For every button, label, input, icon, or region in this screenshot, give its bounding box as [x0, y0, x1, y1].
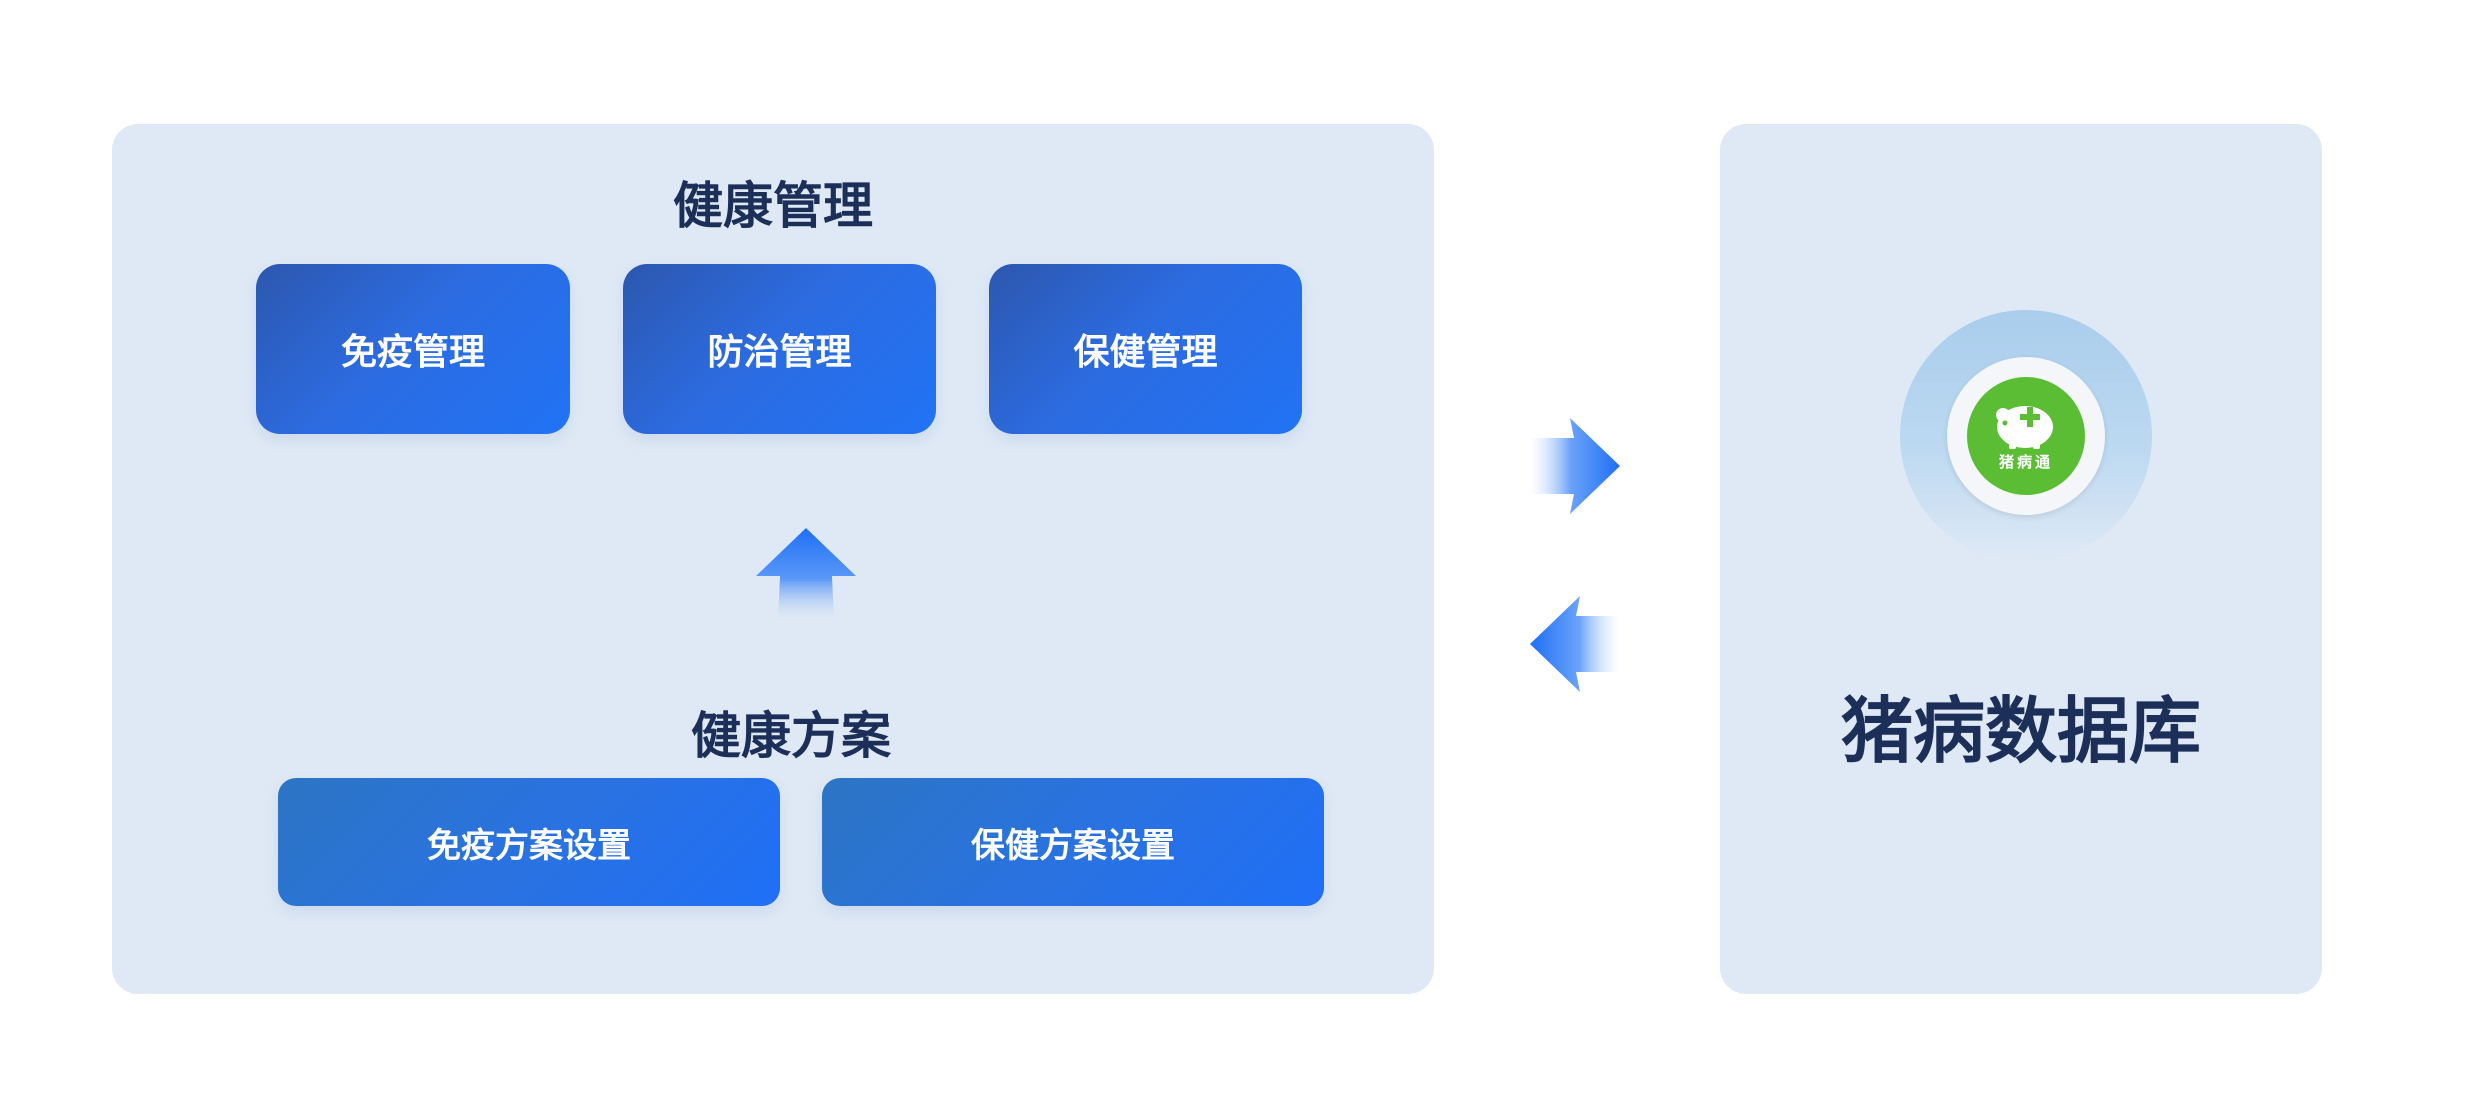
prevention-management-label: 防治管理	[707, 332, 852, 373]
pig-logo-icon	[1967, 377, 2085, 495]
health-plan-title: 健康方案	[112, 696, 1434, 768]
healthcare-management-button[interactable]: 保健管理	[989, 264, 1302, 434]
immune-management-label: 免疫管理	[340, 332, 485, 373]
health-management-title: 健康管理	[112, 166, 1434, 238]
pig-silhouette-icon	[1996, 406, 2053, 449]
health-management-title-text: 健康管理	[673, 177, 873, 235]
pig-disease-database-panel: 猪病通 猪病数据库	[1720, 124, 2322, 994]
right-arrow-icon	[1530, 418, 1620, 514]
health-plan-title-text: 健康方案	[691, 707, 891, 765]
healthcare-management-label: 保健管理	[1073, 332, 1218, 373]
up-arrow-icon	[756, 528, 856, 620]
health-management-panel: 健康管理 免疫管理 防治管理 保健管理 健康方案 免疫方案设置 保健方案设置	[112, 124, 1434, 994]
logo-text: 猪病通	[1998, 453, 2053, 471]
pig-disease-database-title: 猪病数据库	[1840, 689, 2201, 773]
healthcare-plan-settings-button[interactable]: 保健方案设置	[822, 778, 1324, 906]
immune-management-button[interactable]: 免疫管理	[256, 264, 570, 434]
immune-plan-settings-button[interactable]: 免疫方案设置	[278, 778, 780, 906]
prevention-management-button[interactable]: 防治管理	[623, 264, 936, 434]
left-arrow-icon	[1530, 596, 1620, 692]
healthcare-plan-settings-label: 保健方案设置	[971, 825, 1175, 866]
immune-plan-settings-label: 免疫方案设置	[427, 825, 631, 866]
